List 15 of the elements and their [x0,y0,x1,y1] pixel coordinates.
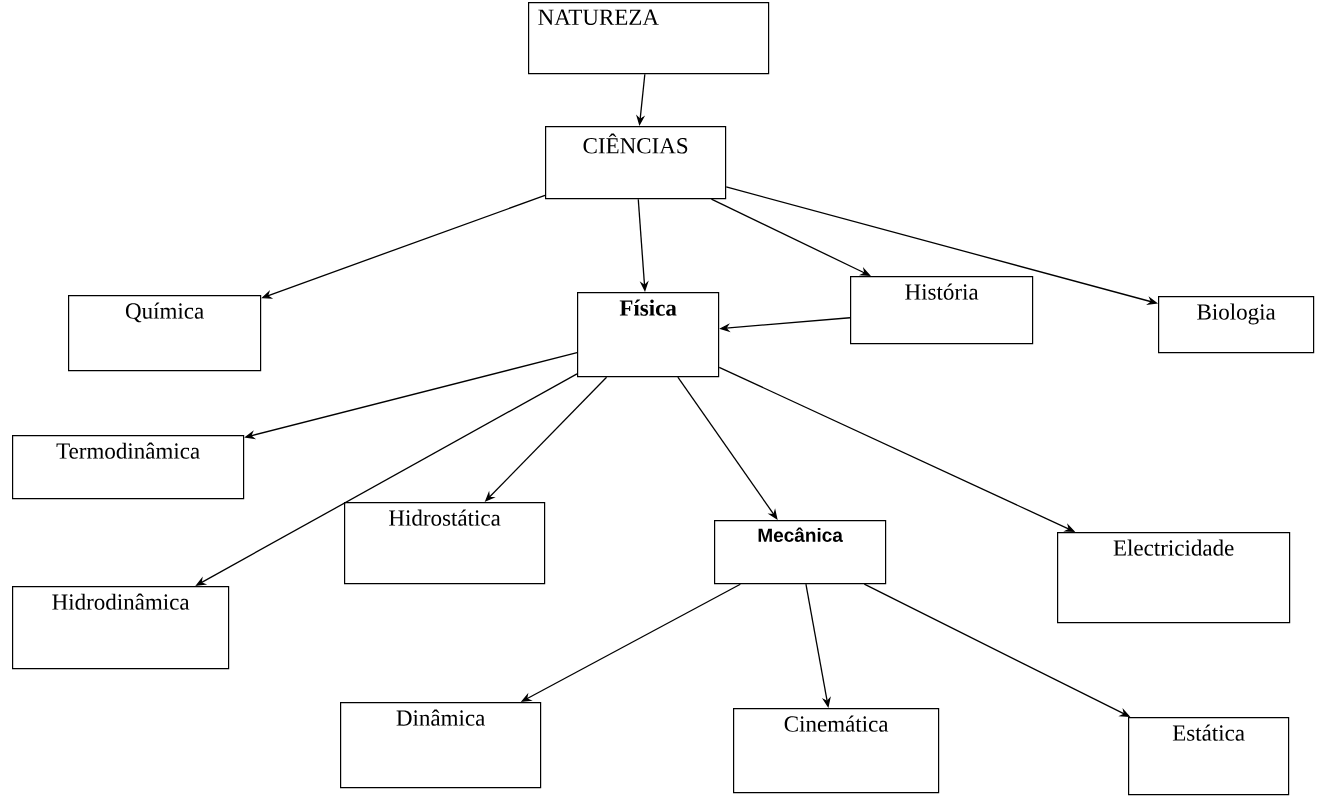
concept-box: Hidrodinâmica [12,586,230,670]
concept-box: História [850,276,1034,345]
concept-box: Mecânica [714,520,887,585]
concept-box: Química [68,295,262,372]
concept-box: Biologia [1158,296,1315,354]
concept-box: Dinâmica [340,702,542,789]
concept-box: NATUREZA [528,2,770,75]
concept-box: Estática [1128,717,1290,796]
concept-box: Física [577,292,720,378]
concept-box: Cinemática [733,708,940,794]
concept-box: Electricidade [1057,532,1291,624]
concept-box: CIÊNCIAS [545,126,727,200]
arrow [677,376,778,520]
concept-box: Termodinâmica [12,435,245,500]
concept-box: Hidrostática [344,502,546,585]
